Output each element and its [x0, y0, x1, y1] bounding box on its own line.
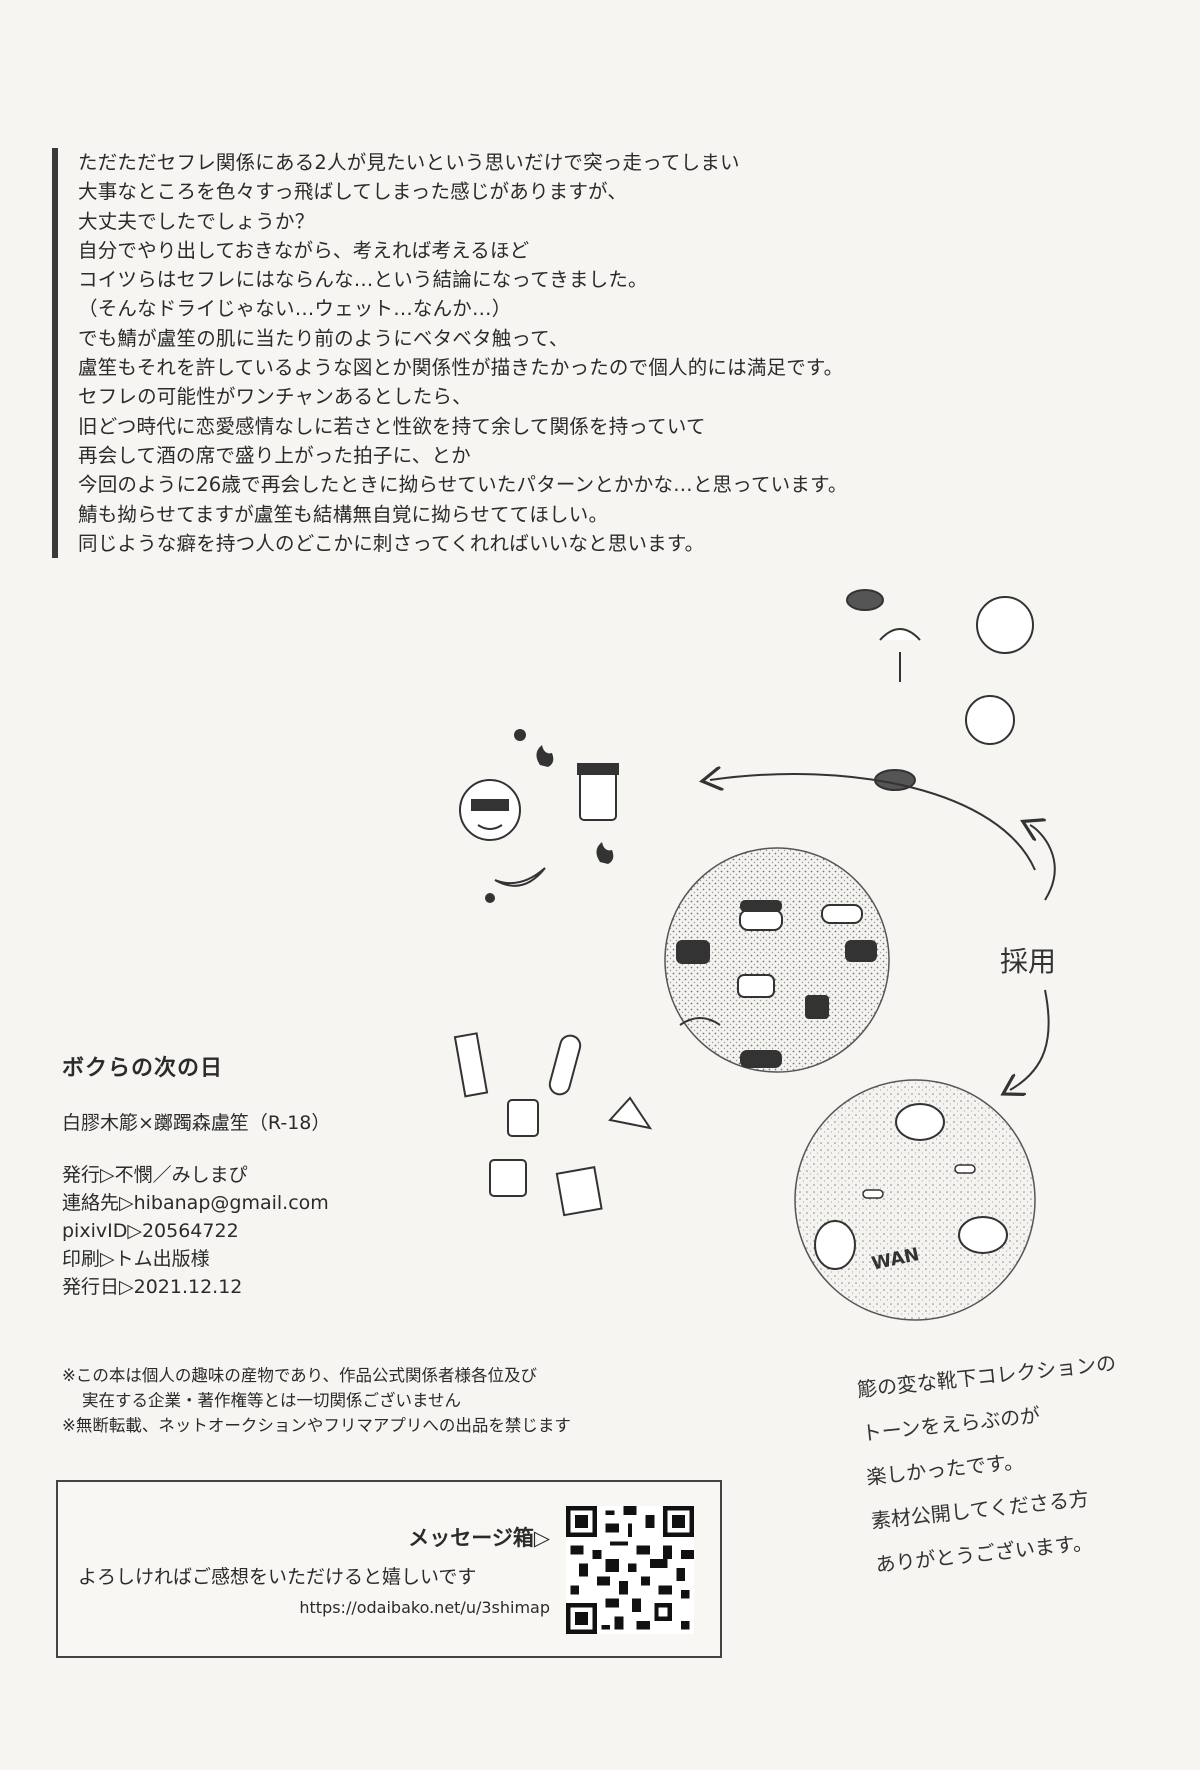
afterword-line: セフレの可能性がワンチャンあるとしたら、 — [78, 385, 472, 409]
afterword-line: 大丈夫でしたでしょうか？ — [78, 209, 315, 233]
afterword-line: 鯖も拗らせてますが盧笙も結構無自覚に拗らせててほしい。 — [78, 502, 609, 526]
afterword-line: コイツらはセフレにはならんな…という結論になってきました。 — [78, 268, 648, 292]
afterword-line: 盧笙もそれを許しているような図とか関係性が描きたかったので個人的には満足です。 — [78, 356, 844, 380]
afterword-line: 今回のように26歳で再会したときに拗らせていたパターンとかかな…と思っています。 — [78, 473, 848, 497]
book-title: ボクらの次の日 — [62, 1056, 224, 1081]
disclaimer-line: 実在する企業・著作権等とは一切関係ございません — [82, 1391, 462, 1410]
colophon: ボクらの次の日 白膠木簓×躑躅森盧笙（R-18） 発行▷不憫／みしまぴ 連絡先▷… — [62, 1050, 330, 1301]
banana-doodle — [494, 867, 546, 887]
contact: 連絡先▷hibanap@gmail.com — [62, 1192, 329, 1214]
wan-label: WAN — [870, 1244, 921, 1275]
afterword-block: ただただセフレ関係にある2人が見たいという思いだけで突っ走ってしまい 大事なとこ… — [52, 148, 1038, 559]
message-box-url[interactable]: https://odaibako.net/u/3shimap — [299, 1598, 550, 1617]
arrow-down — [1010, 989, 1050, 1090]
afterword-line: 自分でやり出しておきながら、考えれば考えるほど — [78, 238, 530, 262]
gorilla-doodle — [459, 779, 521, 841]
message-box-title: メッセージ箱▷ — [408, 1526, 550, 1550]
pixiv-id: pixivID▷20564722 — [62, 1220, 239, 1242]
qr-code[interactable] — [566, 1506, 694, 1634]
disclaimer-notes: ※この本は個人の趣味の産物であり、作品公式関係者様各位及び 実在する企業・著作権… — [62, 1363, 571, 1438]
printer: 印刷▷トム出版様 — [62, 1248, 210, 1270]
message-box: メッセージ箱▷ よろしければご感想をいただけると嬉しいです https://od… — [56, 1480, 722, 1658]
afterword-line: （そんなドライじゃない…ウェット…なんか…） — [78, 297, 512, 321]
pairing: 白膠木簓×躑躅森盧笙（R-18） — [62, 1112, 331, 1134]
flame-doodles — [536, 745, 614, 864]
sushi-tone-circle — [664, 847, 890, 1073]
disclaimer-line: ※この本は個人の趣味の産物であり、作品公式関係者様各位及び — [62, 1366, 538, 1385]
arrow-to-top-left — [710, 774, 1036, 871]
adopt-label: 採用 — [1000, 945, 1057, 978]
disclaimer-line: ※無断転載、ネットオークションやフリマアプリへの出品を禁じます — [62, 1416, 571, 1435]
afterword-line: 大事なところを色々すっ飛ばしてしまった感じがありますが、 — [78, 180, 628, 204]
handwritten-note: 簓の変な靴下コレクションの トーンをえらぶのが 楽しかったです。 素材公開してく… — [855, 1341, 1137, 1587]
afterword-line: 同じような癖を持つ人のどこかに刺さってくれればいいなと思います。 — [78, 531, 705, 555]
afterword-line: ただただセフレ関係にある2人が見たいという思いだけで突っ走ってしまい — [78, 151, 740, 174]
publisher: 発行▷不憫／みしまぴ — [62, 1164, 248, 1186]
konbini-doodles — [453, 1032, 653, 1217]
publish-date: 発行日▷2021.12.12 — [62, 1276, 243, 1298]
takoyaki-doodles — [846, 589, 1034, 791]
afterword-line: でも鯖が盧笙の肌に当たり前のようにベタベタ触って、 — [78, 326, 569, 350]
afterword-line: 再会して酒の席で盛り上がった拍子に、とか — [78, 443, 471, 467]
dog-tone-circle: WAN — [794, 1079, 1036, 1321]
afterword-line: 旧どつ時代に恋愛感情なしに若さと性欲を持て余して関係を持っていて — [78, 414, 706, 438]
jar-doodle — [577, 763, 619, 821]
arrow-up — [1030, 825, 1056, 901]
message-box-subtitle: よろしければご感想をいただけると嬉しいです — [78, 1566, 477, 1588]
